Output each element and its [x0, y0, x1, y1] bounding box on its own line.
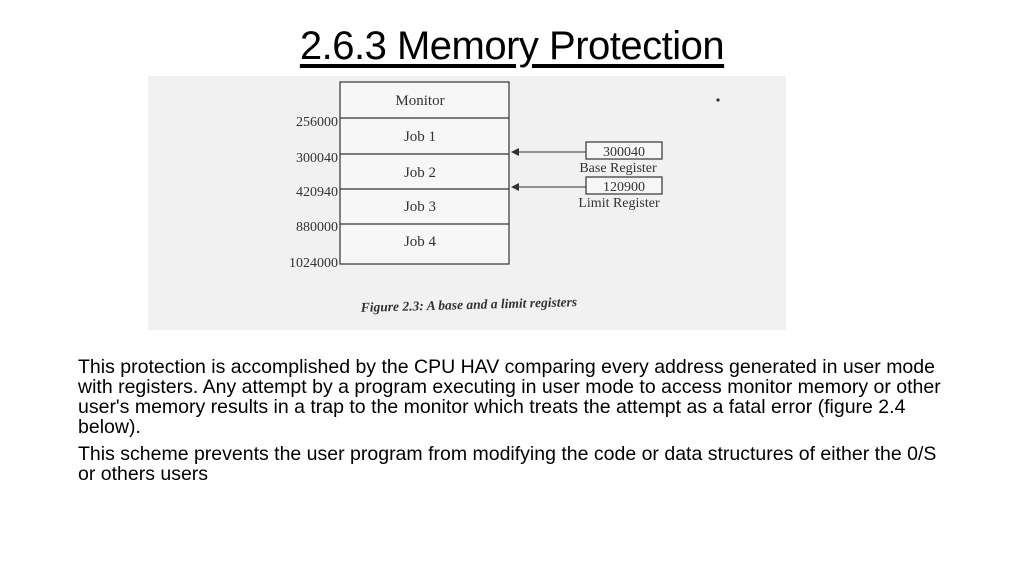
- block-job-4: Job 4: [404, 234, 437, 250]
- block-job-1: Job 1: [404, 129, 436, 145]
- body-paragraph: This protection is accomplished by the C…: [78, 356, 941, 438]
- address-label: 420940: [296, 185, 338, 200]
- memory-column: [339, 81, 510, 265]
- limit-register-box: [585, 176, 663, 195]
- base-register-label: Base Register: [579, 161, 657, 176]
- block-job-2: Job 2: [404, 165, 436, 181]
- memory-diagram-figure: Monitor Job 1 Job 2 Job 3 Job 4 256000 3…: [148, 76, 786, 330]
- body-text: This protection is accomplished by the C…: [78, 357, 958, 491]
- figure-caption: Figure 2.3: A base and a limit registers: [360, 294, 578, 315]
- stray-dot: [716, 98, 720, 102]
- slide-title: 2.6.3 Memory Protection: [299, 24, 725, 68]
- block-monitor: Monitor: [395, 93, 444, 109]
- block-job-3: Job 3: [404, 199, 436, 215]
- limit-register-label: Limit Register: [578, 196, 660, 211]
- base-register-box: [585, 141, 663, 160]
- body-paragraph: This scheme prevents the user program fr…: [78, 443, 937, 485]
- address-label: 1024000: [289, 256, 338, 271]
- address-label: 300040: [296, 151, 338, 166]
- limit-register-value: 120900: [603, 180, 645, 195]
- address-label: 256000: [296, 115, 338, 130]
- memory-diagram: Monitor Job 1 Job 2 Job 3 Job 4 256000 3…: [289, 81, 720, 315]
- base-register-value: 300040: [603, 145, 645, 160]
- address-label: 880000: [296, 220, 338, 235]
